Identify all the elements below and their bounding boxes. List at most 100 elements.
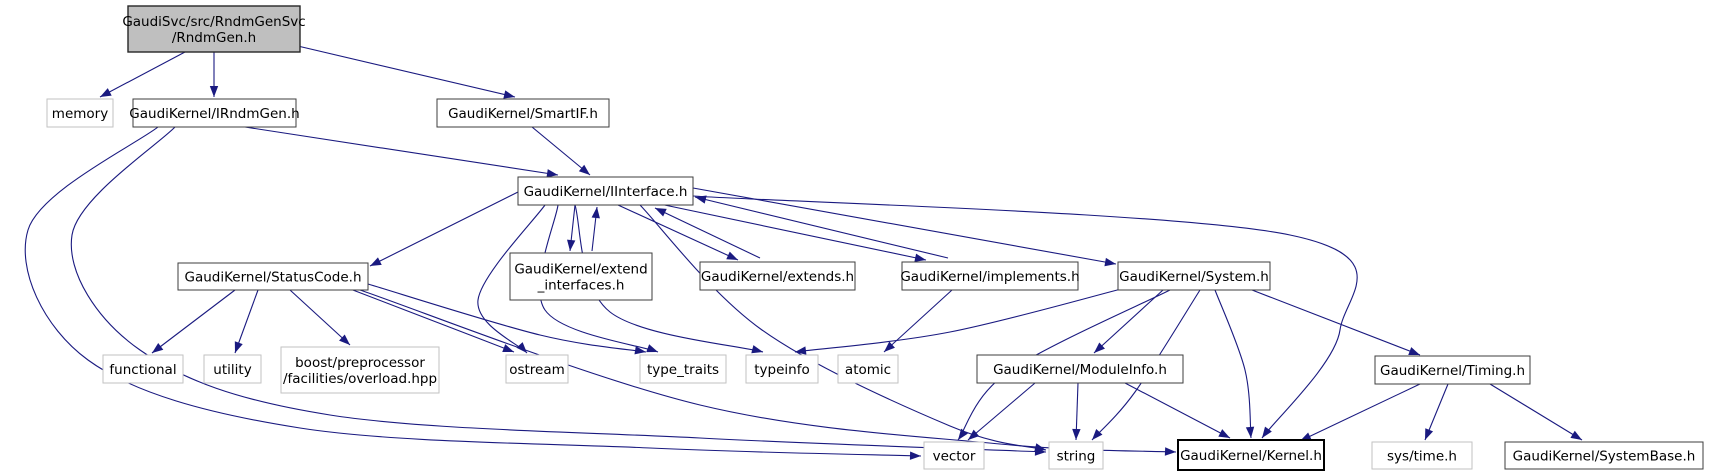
arrowhead-statuscode-boost [339, 334, 350, 345]
node-label-kernel: GaudiKernel/Kernel.h [1180, 448, 1322, 464]
arrowhead-timing-systembase [1570, 430, 1582, 440]
arrowhead-iinterface-typetraits [646, 344, 658, 353]
node-label-string: string [1057, 448, 1096, 464]
node-statuscode[interactable]: GaudiKernel/StatusCode.h [177, 262, 369, 291]
edge-implements-atomic [883, 289, 953, 353]
edge-system-moduleinfo [1093, 289, 1164, 354]
node-systime: sys/time.h [1371, 441, 1473, 470]
arrowhead-implements-iinterface [695, 195, 707, 204]
node-label-memory: memory [52, 106, 108, 122]
node-memory: memory [46, 98, 114, 128]
node-extends[interactable]: GaudiKernel/extends.h [699, 261, 856, 291]
node-box-implements [901, 261, 1079, 291]
arrowhead-extends-iinterface [655, 208, 667, 217]
edge-system-typeinfo [794, 287, 1126, 353]
arrowhead-root-smartif [503, 90, 515, 99]
edge-statuscode-typetraits [367, 283, 647, 353]
node-box-typetraits [639, 354, 727, 384]
node-box-root [127, 5, 301, 53]
edge-moduleinfo-vector [967, 382, 1036, 441]
node-timing[interactable]: GaudiKernel/Timing.h [1374, 355, 1531, 385]
arrowhead-iinterface-kernel [1262, 426, 1272, 438]
node-label-vector: vector [933, 448, 976, 464]
arrowhead-irndmgen-vector [909, 451, 921, 460]
arrowhead-statuscode-utility [234, 341, 243, 353]
node-system[interactable]: GaudiKernel/System.h [1117, 261, 1271, 291]
arrowhead-iinterface-system [1104, 257, 1116, 267]
arrowhead-statuscode-typetraits [634, 346, 646, 355]
node-kernel[interactable]: GaudiKernel/Kernel.h [1177, 439, 1325, 471]
arrowhead-system-timing [1408, 347, 1420, 355]
node-label-implements: GaudiKernel/implements.h [900, 269, 1079, 285]
node-atomic: atomic [837, 354, 899, 384]
arrowhead-irndmgen-iinterface [546, 169, 558, 178]
node-box-irndmgen [132, 98, 297, 128]
node-boost: boost/preprocessor/facilities/overload.h… [280, 346, 440, 394]
edge-root-memory [99, 51, 186, 98]
arrowhead-implements-atomic [884, 341, 895, 352]
edge-root-smartif [284, 42, 516, 98]
node-typeinfo: typeinfo [745, 354, 819, 384]
node-box-boost [280, 346, 440, 394]
arrowhead-system-kernel [1245, 426, 1255, 438]
arrowhead-timing-kernel [1300, 432, 1312, 441]
arrowhead-system-typeinfo [795, 346, 807, 355]
arrowhead-statuscode-functional [152, 343, 164, 353]
node-box-vector [923, 441, 985, 470]
edge-iinterface-string [639, 204, 1047, 451]
node-functional: functional [102, 354, 184, 384]
edge-timing-systembase [1489, 383, 1583, 441]
node-label-ostream: ostream [509, 362, 565, 378]
node-moduleinfo[interactable]: GaudiKernel/ModuleInfo.h [976, 354, 1184, 384]
node-box-extends [699, 261, 856, 291]
node-irndmgen[interactable]: GaudiKernel/IRndmGen.h [129, 98, 300, 128]
edge-iinterface-kernel [692, 195, 1358, 439]
arrowhead-iinterface-statuscode [370, 257, 382, 266]
node-label-systembase: GaudiKernel/SystemBase.h [1513, 448, 1696, 464]
node-label-functional: functional [109, 362, 176, 378]
arrowhead-system-moduleinfo [1094, 342, 1105, 353]
arrowhead-smartif-iinterface [578, 164, 590, 175]
node-label-root: GaudiSvc/src/RndmGenSvc/RndmGen.h [122, 14, 305, 46]
node-systembase[interactable]: GaudiKernel/SystemBase.h [1504, 441, 1704, 470]
node-box-string [1048, 441, 1104, 470]
node-extintf[interactable]: GaudiKernel/extend_interfaces.h [509, 252, 653, 301]
node-box-timing [1374, 355, 1531, 385]
edge-iinterface-ostream [477, 204, 546, 354]
node-label-iinterface: GaudiKernel/IInterface.h [524, 184, 688, 200]
edge-timing-kernel [1299, 383, 1421, 442]
node-box-extintf [509, 252, 653, 301]
arrowhead-statuscode-kernel [1164, 447, 1176, 456]
node-iinterface[interactable]: GaudiKernel/IInterface.h [517, 176, 694, 206]
arrowhead-timing-systime [1425, 428, 1434, 440]
node-box-systime [1371, 441, 1473, 470]
node-label-boost: boost/preprocessor/facilities/overload.h… [283, 355, 437, 387]
node-box-kernel [1177, 439, 1325, 471]
node-label-smartif: GaudiKernel/SmartIF.h [448, 106, 598, 122]
node-label-atomic: atomic [845, 362, 891, 378]
node-typetraits: type_traits [639, 354, 727, 384]
edge-statuscode-ostream [344, 286, 515, 353]
node-implements[interactable]: GaudiKernel/implements.h [900, 261, 1080, 291]
node-label-moduleinfo: GaudiKernel/ModuleInfo.h [993, 362, 1167, 378]
node-box-statuscode [177, 262, 369, 291]
edge-iinterface-implements [654, 202, 927, 261]
node-box-utility [203, 354, 262, 384]
node-box-typeinfo [745, 354, 819, 384]
node-root: GaudiSvc/src/RndmGenSvc/RndmGen.h [122, 5, 306, 53]
edge-system-string [1091, 289, 1201, 441]
edge-statuscode-utility [234, 289, 259, 354]
node-box-functional [102, 354, 184, 384]
arrowhead-iinterface-extintf [567, 239, 576, 251]
edge-irndmgen-vector [24, 126, 922, 457]
node-box-smartif [436, 98, 610, 128]
node-smartif[interactable]: GaudiKernel/SmartIF.h [436, 98, 610, 128]
node-label-systime: sys/time.h [1387, 448, 1457, 464]
edge-statuscode-functional [151, 289, 236, 354]
node-box-memory [46, 98, 114, 128]
node-label-irndmgen: GaudiKernel/IRndmGen.h [129, 106, 299, 122]
edge-system-kernel [1214, 289, 1252, 439]
arrowhead-extintf-iinterface [591, 207, 600, 219]
edge-smartif-iinterface [531, 126, 591, 176]
